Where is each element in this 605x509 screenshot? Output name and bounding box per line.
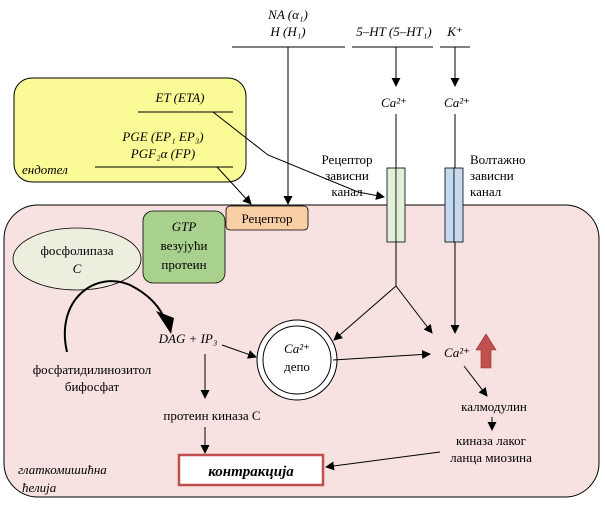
phospholipase-c xyxy=(12,227,142,291)
cell-label-1: глаткомишићна xyxy=(18,462,107,477)
arrowhead-pip2-to-dag xyxy=(156,311,174,334)
voltage-dependent-channel xyxy=(444,167,464,243)
arrow-depot-to-cyto-ca xyxy=(332,350,431,361)
agonist-h: H (H₁) xyxy=(269,24,305,39)
calmodulin-label: калмодулин xyxy=(461,399,527,414)
pge-label: PGE (EP₁ EP₃) xyxy=(121,129,203,144)
pip2-label-2: бифосфат xyxy=(65,379,120,394)
endothelium-box xyxy=(13,77,247,183)
arrow-et-to-receptor-channel xyxy=(212,111,385,200)
receptor-channel-label-1: Рецептор xyxy=(321,152,372,167)
gtp-label-1: GTP xyxy=(172,219,197,234)
ca-extracellular-right: Ca²⁺ xyxy=(444,95,470,110)
depot-label: депо xyxy=(284,359,310,374)
voltage-channel-label-2: зависни xyxy=(470,168,514,183)
contraction-label: контракција xyxy=(208,464,294,480)
calcium-increase-up-arrow xyxy=(475,333,497,369)
calcium-depot xyxy=(256,319,338,401)
membrane-receptor xyxy=(225,205,309,231)
receptor-channel-label-3: канал xyxy=(331,184,363,199)
endothelin-label: ET (ETA) xyxy=(155,90,205,105)
receptor-dependent-channel xyxy=(386,167,406,243)
gtp-label-3: протеин xyxy=(161,257,206,272)
phospholipase-label-1: фосфолипаза xyxy=(40,243,113,258)
receptor-channel-label-2: зависни xyxy=(325,168,369,183)
gtp-label-2: везујући xyxy=(161,238,208,253)
arrow-fork-to-cyto-ca xyxy=(395,285,433,334)
arrow-mlck-to-contraction xyxy=(325,451,441,471)
agonist-serotonin: 5–HT (5–HT₁) xyxy=(356,24,431,39)
agonist-na: NA (α₁) xyxy=(267,7,308,22)
contraction-box xyxy=(177,453,325,487)
arrow-prostaglandin-to-receptor xyxy=(216,166,252,205)
phospholipase-label-2: C xyxy=(73,261,82,276)
cytoplasmic-ca-label: Ca²⁺ xyxy=(444,345,470,360)
depot-ca-label: Ca²⁺ xyxy=(284,341,310,356)
pkc-label: протеин киназа C xyxy=(163,408,260,423)
arrow-ip3-to-depot xyxy=(221,344,257,359)
cell-label-2: ћелија xyxy=(22,480,57,495)
voltage-channel-label-1: Волтажно xyxy=(470,152,526,167)
arrow-fork-to-depot xyxy=(333,285,397,341)
arrow-ca-to-calmodulin xyxy=(463,365,488,397)
pgf-label: PGF₂α (FP) xyxy=(130,146,195,161)
pip2-label-1: фосфатидилинозитол xyxy=(33,362,152,377)
arrow-pip2-to-dag xyxy=(64,280,167,353)
mlck-label-1: киназа лаког xyxy=(456,433,526,448)
gtp-binding-protein xyxy=(142,210,226,284)
endothelium-label: ендотел xyxy=(22,162,68,177)
agonist-potassium: K⁺ xyxy=(446,24,463,39)
ca-extracellular-left: Ca²⁺ xyxy=(381,95,407,110)
voltage-channel-label-3: канал xyxy=(470,184,502,199)
mlck-label-2: ланца миозина xyxy=(450,450,532,465)
dag-ip3-label: DAG + IP₃ xyxy=(158,331,218,346)
membrane-receptor-label: Рецептор xyxy=(241,211,292,226)
